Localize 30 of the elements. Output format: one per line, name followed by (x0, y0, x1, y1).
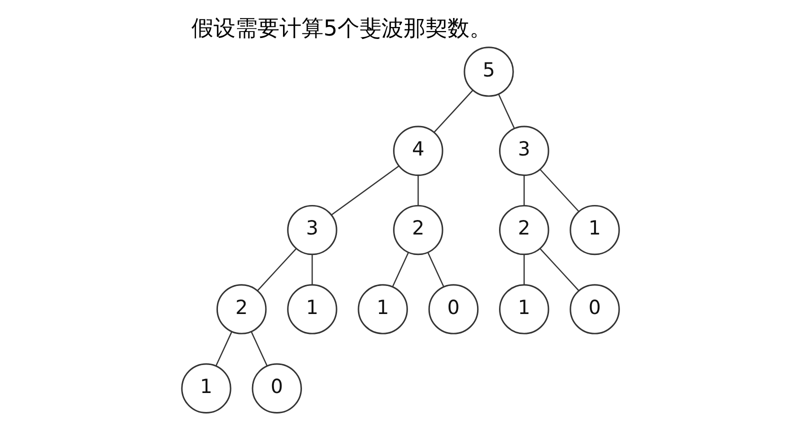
node-circle: 1 (498, 284, 549, 334)
node-circle: 1 (569, 204, 620, 256)
connector (523, 176, 524, 206)
connector (426, 252, 444, 287)
connector (250, 332, 268, 366)
node-circle: 3 (498, 126, 549, 176)
node-circle: 3 (286, 204, 337, 256)
node-circle: 1 (286, 284, 337, 334)
connector (539, 169, 579, 212)
node-circle: 4 (392, 126, 443, 176)
diagram-title: 假设需要计算5个斐波那契数。 (190, 16, 491, 42)
node-circle: 1 (180, 363, 231, 414)
node-circle: 1 (357, 284, 408, 334)
connector (256, 248, 296, 292)
connector (392, 252, 408, 287)
node-circle: 0 (428, 284, 478, 334)
connector (214, 332, 232, 366)
node-circle: 0 (251, 363, 302, 414)
node-circle: 2 (392, 204, 443, 256)
connector (417, 176, 418, 206)
node-circle: 2 (216, 284, 266, 334)
connector (330, 166, 399, 216)
connector (539, 248, 579, 292)
node-circle: 2 (498, 204, 549, 256)
node-circle: 0 (569, 284, 620, 334)
node-circle: 5 (463, 46, 514, 97)
connector (523, 254, 524, 285)
connector (433, 90, 473, 133)
connector (311, 254, 312, 285)
connector (498, 94, 514, 129)
